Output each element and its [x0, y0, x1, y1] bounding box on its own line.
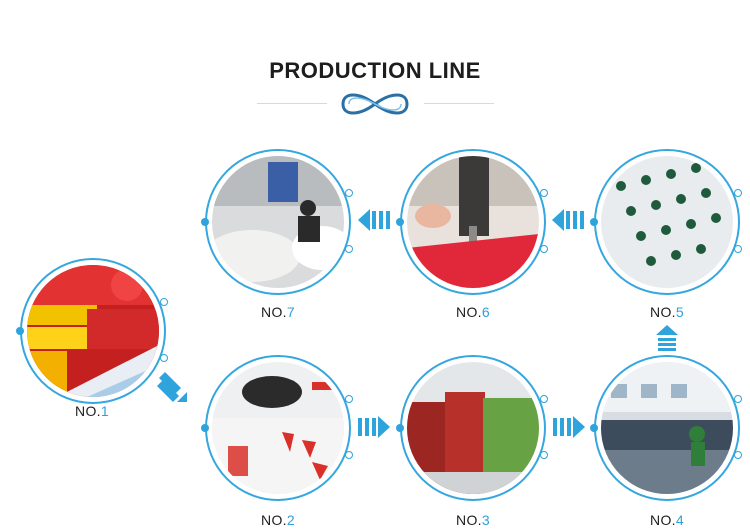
step-4-photo [601, 362, 733, 494]
step-1-label: NO.1 [75, 403, 109, 419]
wave-emblem-icon [341, 93, 409, 115]
step-3-photo [407, 362, 539, 494]
chevrons-down-right-icon [157, 372, 187, 402]
step-3-label: NO.3 [456, 512, 490, 528]
chevrons-left-icon [358, 209, 390, 231]
step-5-label: NO.5 [650, 304, 684, 320]
step-2-photo [212, 362, 344, 494]
title-rule-left [257, 103, 327, 104]
step-5-photo [601, 156, 733, 288]
chevrons-right-icon [358, 416, 390, 438]
title-rule-right [424, 103, 494, 104]
chevrons-left-icon [552, 209, 584, 231]
step-6-label: NO.6 [456, 304, 490, 320]
step-4-label: NO.4 [650, 512, 684, 528]
step-7-photo [212, 156, 344, 288]
chevrons-right-icon [553, 416, 585, 438]
step-7-label: NO.7 [261, 304, 295, 320]
page-title: PRODUCTION LINE [269, 58, 481, 83]
step-2-label: NO.2 [261, 512, 295, 528]
step-1-photo [27, 265, 159, 397]
step-6-photo [407, 156, 539, 288]
chevrons-up-icon [656, 325, 678, 351]
